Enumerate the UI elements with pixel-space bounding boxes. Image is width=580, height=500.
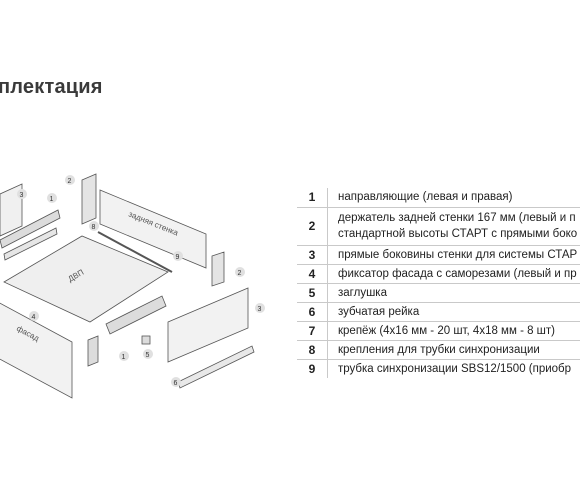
part-description-line: трубка синхронизации SBS12/1500 (приобр [338, 362, 572, 375]
part-description-line: заглушка [338, 286, 387, 299]
part-number: 2 [297, 207, 328, 246]
callout-9: 9 [176, 254, 180, 261]
right-holder [211, 251, 225, 287]
table-row: 2 держатель задней стенки 167 мм (левый и… [297, 207, 580, 246]
bottom-panel [3, 235, 169, 323]
callout-1b: 1 [122, 354, 126, 361]
table-row: 4 фиксатор фасада с саморезами (левый и п… [297, 264, 580, 284]
toothed-rack [177, 345, 255, 389]
part-description-line: направляющие (левая и правая) [338, 191, 513, 204]
right-runner [105, 295, 167, 335]
callout-5: 5 [146, 352, 150, 359]
part-number: 3 [297, 245, 328, 265]
cap [141, 335, 151, 345]
callout-3: 3 [20, 192, 24, 199]
page-title: плектация [0, 76, 103, 98]
part-description-line: крепления для трубки синхронизации [338, 343, 540, 356]
part-description-line: фиксатор фасада с саморезами (левый и пр [338, 267, 577, 280]
table-row: 3 прямые боковины стенки для системы СТАР [297, 245, 580, 265]
left-runner-2 [3, 227, 58, 261]
part-description-line: крепёж (4х16 мм - 20 шт, 4х18 мм - 8 шт) [338, 324, 556, 337]
part-number: 1 [297, 188, 328, 208]
table-row: 1 направляющие (левая и правая) [297, 188, 580, 208]
drawer-assembly-diagram: задняя стенка ДВП фасад 3 2 1 8 9 2 4 5 … [0, 173, 265, 399]
part-number: 9 [297, 359, 328, 378]
sync-tube [97, 231, 173, 273]
part-description: трубка синхронизации SBS12/1500 (приобр [328, 359, 580, 378]
part-number: 6 [297, 302, 328, 322]
table-row: 9 трубка синхронизации SBS12/1500 (приобр [297, 359, 580, 378]
part-description-line: держатель задней стенки 167 мм (левый и … [338, 212, 576, 224]
part-description: зубчатая рейка [327, 302, 580, 322]
front-fixator [87, 335, 99, 367]
callout-2b: 2 [238, 270, 242, 277]
part-description-line: зубчатая рейка [338, 305, 420, 318]
table-row: 7 крепёж (4х16 мм - 20 шт, 4х18 мм - 8 шт… [297, 321, 580, 341]
part-number: 4 [297, 264, 328, 284]
part-description: фиксатор фасада с саморезами (левый и пр [327, 264, 580, 284]
back-panel [99, 189, 207, 269]
back-holder [81, 173, 97, 225]
part-description: заглушка [327, 283, 580, 303]
part-description: направляющие (левая и правая) [327, 188, 580, 208]
part-number: 5 [297, 283, 328, 303]
left-runner [0, 209, 61, 249]
part-description: прямые боковины стенки для системы СТАР [327, 245, 580, 265]
part-description: крепления для трубки синхронизации [327, 340, 580, 360]
part-description-line: стандартной высоты СТАРТ с прямыми боко [338, 228, 578, 240]
callout-1: 1 [50, 196, 54, 203]
table-row: 5 заглушка [297, 283, 580, 303]
callout-4: 4 [32, 314, 36, 321]
part-description: держатель задней стенки 167 мм (левый и … [327, 207, 580, 246]
part-number: 8 [297, 340, 328, 360]
front-panel [0, 302, 73, 399]
callout-2: 2 [68, 178, 72, 185]
part-number: 7 [297, 321, 328, 341]
table-row: 6 зубчатая рейка [297, 302, 580, 322]
left-side-wall [0, 183, 23, 237]
callout-3b: 3 [258, 306, 262, 313]
part-description: крепёж (4х16 мм - 20 шт, 4х18 мм - 8 шт) [327, 321, 580, 341]
table-row: 8 крепления для трубки синхронизации [297, 340, 580, 360]
callout-6: 6 [174, 380, 178, 387]
part-description-line: прямые боковины стенки для системы СТАР [338, 248, 578, 261]
parts-table: 1 направляющие (левая и правая) 2 держатель… [297, 188, 580, 378]
callout-8: 8 [92, 224, 96, 231]
right-side-wall [167, 287, 249, 363]
